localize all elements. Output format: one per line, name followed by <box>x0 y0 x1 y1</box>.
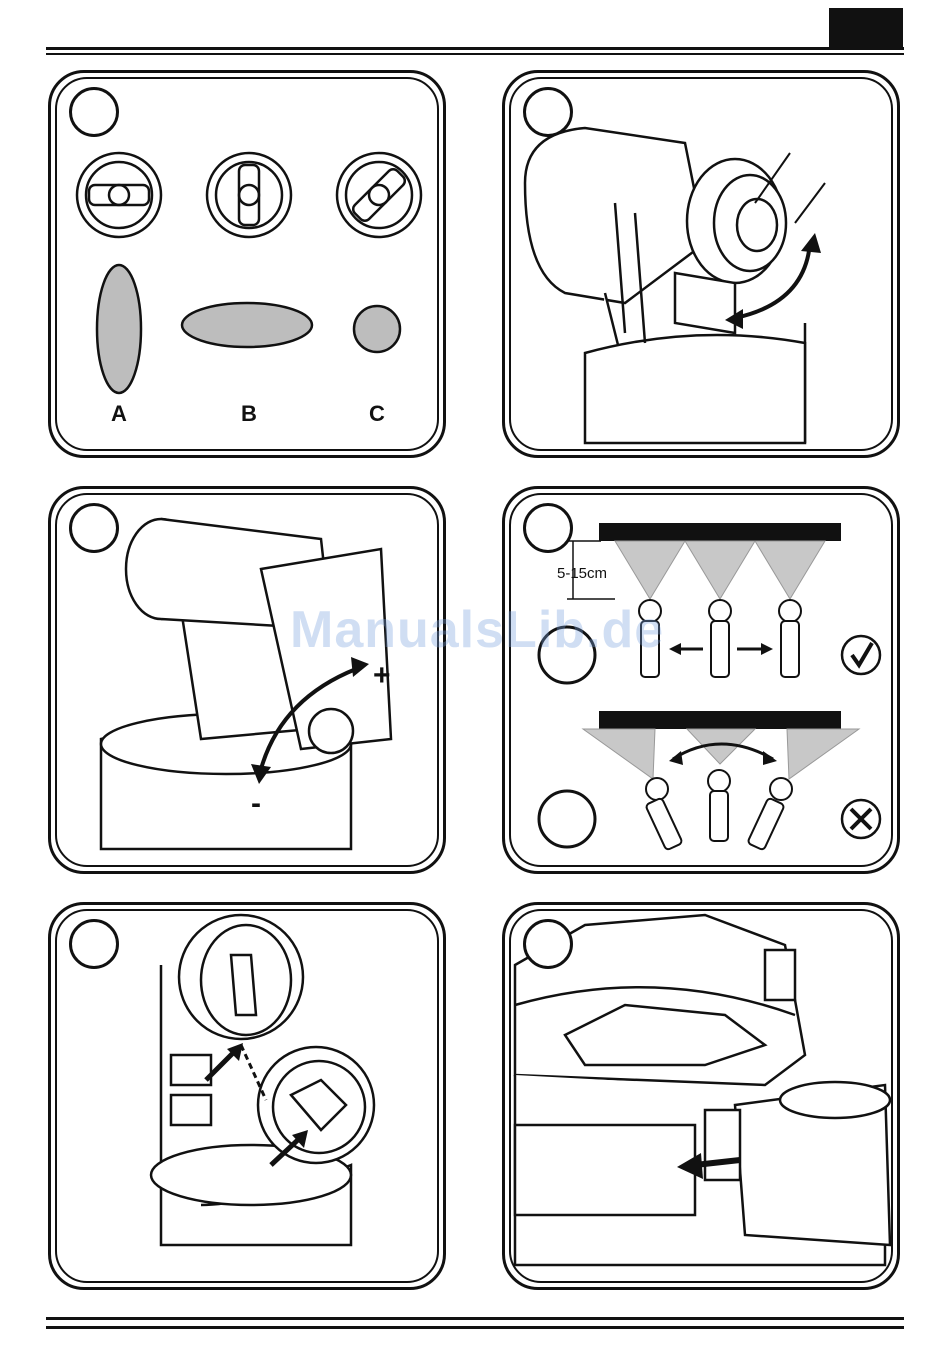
step-number-circle <box>69 87 119 137</box>
panel-filter-removal <box>502 902 900 1290</box>
step-number-circle <box>69 503 119 553</box>
nozzle-assembly-illustration <box>51 905 449 1293</box>
panel-flow-adjustment: + - <box>48 486 446 874</box>
spray-gun-nozzle-illustration <box>505 73 903 461</box>
step-number-circle <box>523 503 573 553</box>
step-number-circle <box>523 87 573 137</box>
header-rule <box>46 47 904 55</box>
step-number-circle <box>523 919 573 969</box>
flow-increase-sign: + <box>373 659 391 693</box>
motor-unit-filter-illustration <box>505 905 903 1293</box>
spray-technique-illustration <box>505 489 903 877</box>
pattern-label-a: A <box>111 401 127 427</box>
step-number-circle <box>69 919 119 969</box>
panel-nozzle-assembly <box>48 902 446 1290</box>
pattern-label-b: B <box>241 401 257 427</box>
panel-nozzle-rotation <box>502 70 900 458</box>
page-number-tab <box>829 8 903 48</box>
watermark: ManualsLib.de <box>290 600 664 660</box>
spray-distance-label: 5-15cm <box>557 565 607 582</box>
flow-decrease-sign: - <box>251 787 261 821</box>
panel-spray-patterns: A B C <box>48 70 446 458</box>
pattern-label-c: C <box>369 401 385 427</box>
footer-rule <box>46 1317 904 1329</box>
panel-spray-technique: 5-15cm <box>502 486 900 874</box>
